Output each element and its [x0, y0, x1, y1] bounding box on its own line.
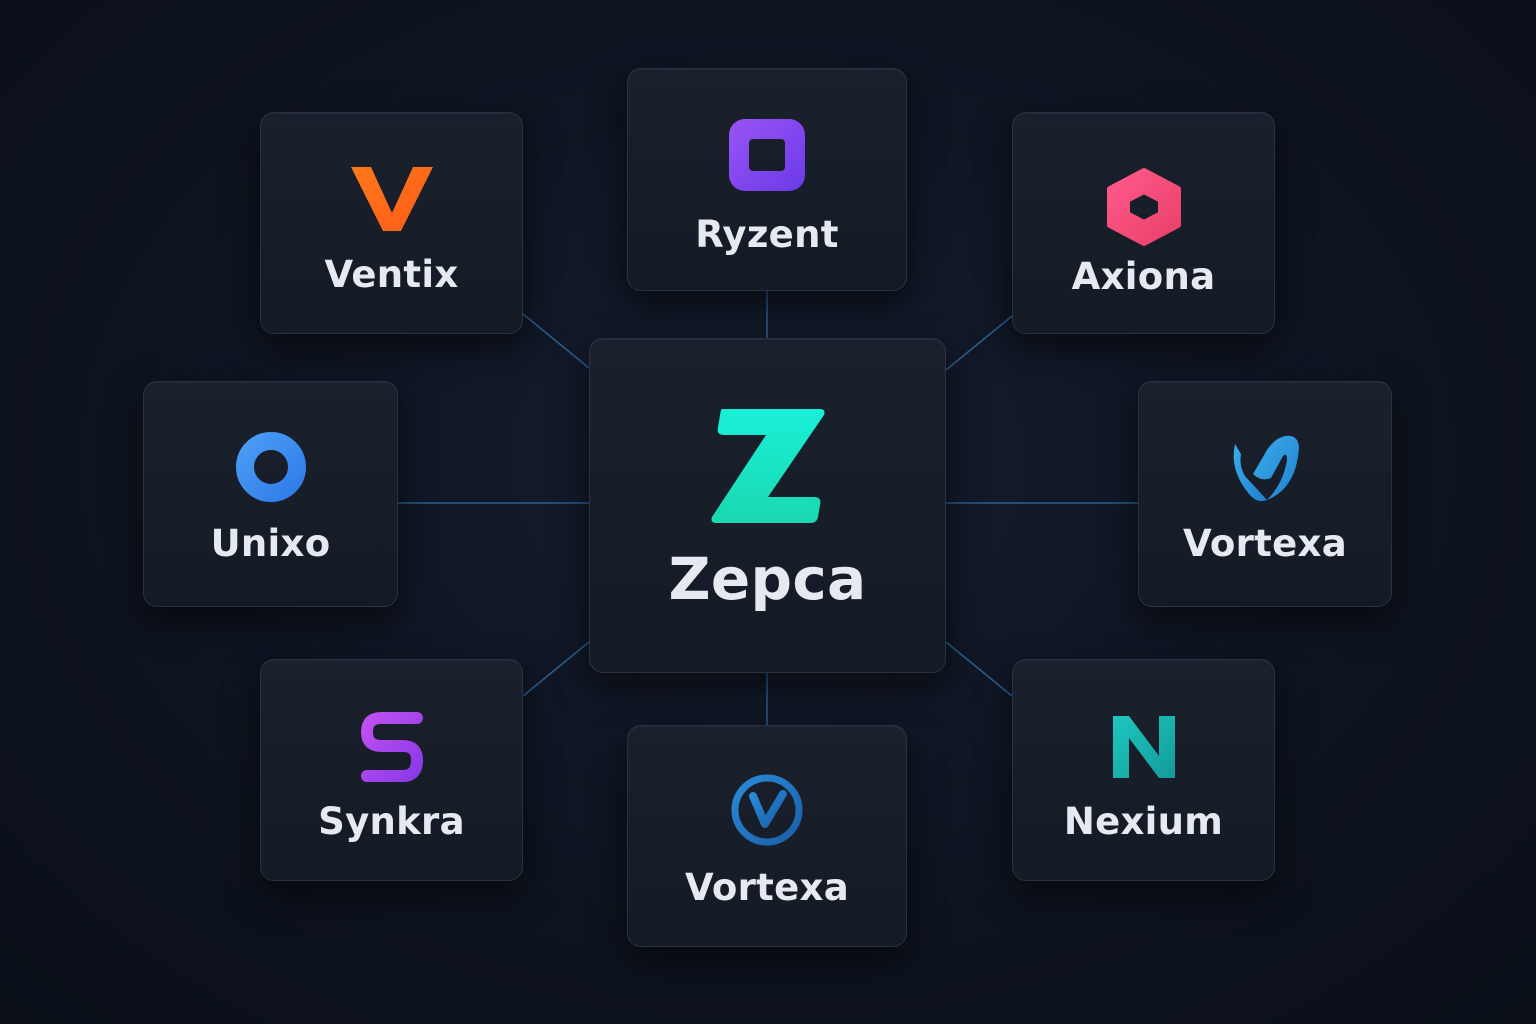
ring-icon: [235, 432, 306, 502]
node-label: Axiona: [1071, 255, 1216, 298]
node-label: Vortexa: [685, 866, 849, 909]
swoosh-icon: [1233, 435, 1299, 502]
connector-ventix: [522, 313, 590, 369]
hub-label: Zepca: [668, 545, 867, 613]
node-label: Nexium: [1063, 800, 1224, 843]
s-letter-icon: [360, 712, 423, 782]
v-circle-icon: [731, 774, 803, 846]
node-axiona[interactable]: Axiona: [1012, 112, 1275, 334]
node-label: Synkra: [318, 800, 465, 843]
node-ryzent[interactable]: Ryzent: [627, 68, 907, 291]
hexagon-icon: [1106, 168, 1181, 246]
connector-nexium: [945, 641, 1013, 697]
node-vortexa-right[interactable]: Vortexa: [1138, 381, 1392, 607]
node-unixo[interactable]: Unixo: [143, 381, 398, 607]
z-letter-icon: [711, 409, 824, 523]
n-letter-icon: [1112, 716, 1175, 778]
hub-node-zepca[interactable]: Zepca: [589, 338, 946, 673]
node-vortexa-bottom[interactable]: Vortexa: [627, 725, 907, 947]
rounded-square-icon: [729, 119, 805, 191]
connector-axiona: [945, 315, 1013, 371]
node-ventix[interactable]: Ventix: [260, 112, 523, 334]
v-chevron-icon: [350, 167, 433, 231]
node-label: Ryzent: [695, 213, 839, 256]
node-label: Vortexa: [1183, 522, 1347, 565]
node-label: Unixo: [210, 522, 331, 565]
node-synkra[interactable]: Synkra: [260, 659, 523, 881]
node-nexium[interactable]: Nexium: [1012, 659, 1275, 881]
connector-synkra: [522, 641, 590, 697]
node-label: Ventix: [324, 253, 459, 296]
